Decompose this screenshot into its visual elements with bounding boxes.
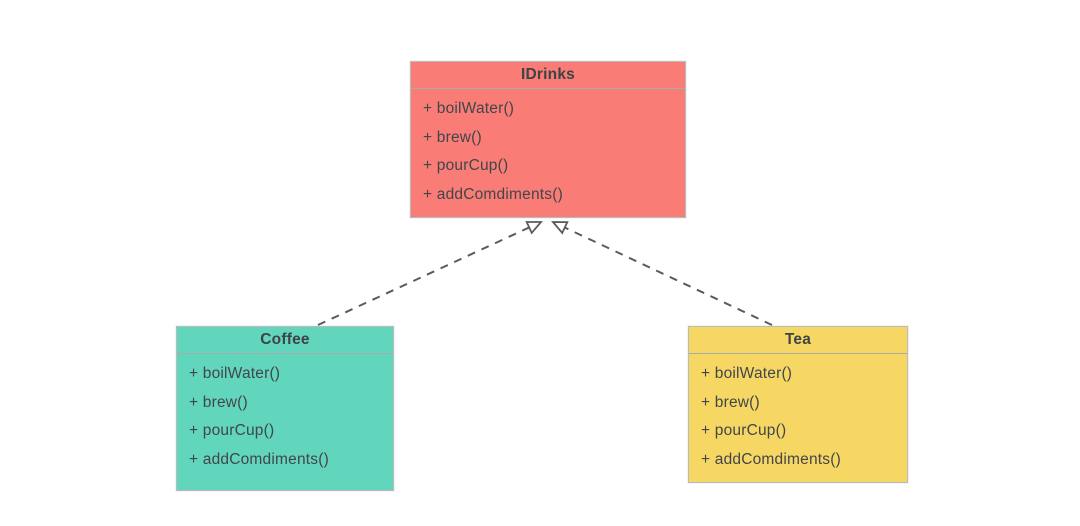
method-row: + brew(): [189, 393, 248, 411]
method-row: + addComdiments(): [423, 185, 563, 203]
method-row: + boilWater(): [189, 365, 281, 382]
method-row: + addComdiments(): [189, 450, 329, 468]
method-row: + boilWater(): [423, 100, 515, 117]
method-row: + pourCup(): [701, 422, 787, 439]
method-row: + addComdiments(): [701, 450, 841, 468]
class-title-idrinks: IDrinks: [411, 62, 685, 89]
class-methods-tea: + boilWater() + brew() + pourCup() + add…: [689, 354, 907, 474]
class-methods-idrinks: + boilWater() + brew() + pourCup() + add…: [411, 89, 685, 209]
class-box-idrinks: IDrinks + boilWater() + brew() + pourCup…: [410, 61, 686, 218]
class-box-coffee: Coffee + boilWater() + brew() + pourCup(…: [176, 326, 394, 491]
method-row: + pourCup(): [189, 422, 275, 439]
class-title-tea: Tea: [689, 327, 907, 354]
class-methods-coffee: + boilWater() + brew() + pourCup() + add…: [177, 354, 393, 474]
realization-arrow-tea-to-idrinks: [551, 221, 773, 326]
method-row: + boilWater(): [701, 365, 793, 382]
class-title-coffee: Coffee: [177, 327, 393, 354]
class-box-tea: Tea + boilWater() + brew() + pourCup() +…: [688, 326, 908, 483]
realization-arrow-coffee-to-idrinks: [317, 221, 543, 326]
method-row: + brew(): [423, 128, 482, 146]
method-row: + brew(): [701, 393, 760, 411]
method-row: + pourCup(): [423, 157, 509, 174]
